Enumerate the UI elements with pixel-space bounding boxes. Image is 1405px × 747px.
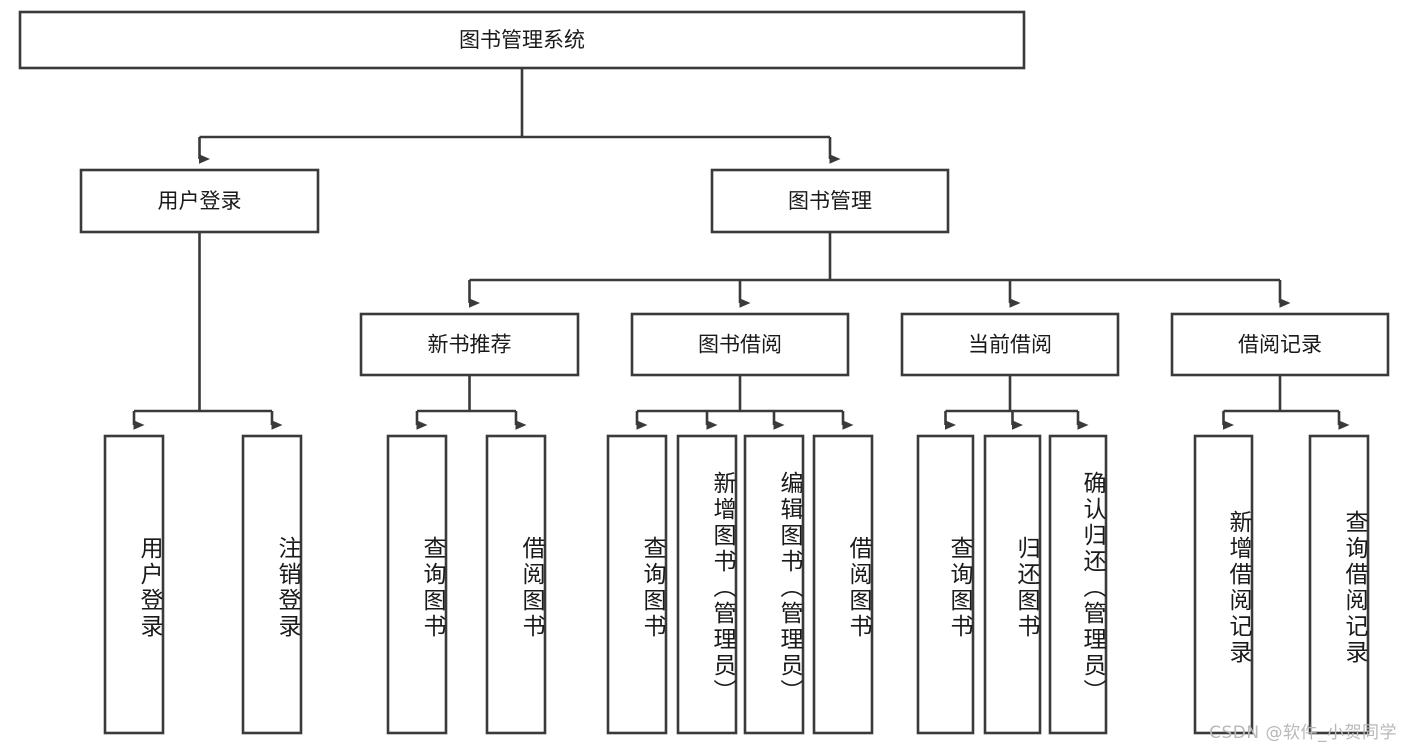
csdn-watermark: CSDN @软件_小贺同学 bbox=[1209, 723, 1397, 743]
node-box-level3-3[interactable] bbox=[1170, 312, 1390, 377]
node-box-leaf-12[interactable] bbox=[1308, 434, 1370, 735]
node-box-leaf-9[interactable] bbox=[983, 434, 1042, 735]
node-box-root[interactable] bbox=[18, 10, 1026, 70]
root-label: 图书管理系统 bbox=[459, 28, 585, 52]
node-box-level3-0[interactable] bbox=[359, 312, 580, 377]
node-box-leaf-2[interactable] bbox=[386, 434, 448, 735]
level3-label-1: 图书借阅 bbox=[698, 333, 782, 357]
node-box-level2-0[interactable] bbox=[79, 168, 320, 234]
connectors-layer bbox=[132, 68, 1350, 430]
node-box-leaf-3[interactable] bbox=[485, 434, 547, 735]
node-box-leaf-1[interactable] bbox=[241, 434, 303, 735]
level2-label-1: 图书管理 bbox=[788, 189, 872, 213]
level2-label-0: 用户登录 bbox=[158, 189, 242, 213]
node-box-leaf-4[interactable] bbox=[606, 434, 668, 735]
level3-label-3: 借阅记录 bbox=[1238, 333, 1322, 357]
node-box-leaf-0[interactable] bbox=[103, 434, 165, 735]
node-box-leaf-5[interactable] bbox=[676, 434, 738, 735]
node-box-leaf-6[interactable] bbox=[743, 434, 805, 735]
level3-label-2: 当前借阅 bbox=[968, 333, 1052, 357]
node-box-level2-1[interactable] bbox=[710, 168, 950, 234]
level3-label-0: 新书推荐 bbox=[428, 333, 512, 357]
node-box-leaf-7[interactable] bbox=[812, 434, 874, 735]
node-box-leaf-10[interactable] bbox=[1048, 434, 1108, 735]
node-box-leaf-11[interactable] bbox=[1193, 434, 1254, 735]
node-box-level3-1[interactable] bbox=[630, 312, 850, 377]
node-boxes-layer bbox=[18, 10, 1390, 735]
node-box-level3-2[interactable] bbox=[900, 312, 1120, 377]
node-box-leaf-8[interactable] bbox=[916, 434, 975, 735]
